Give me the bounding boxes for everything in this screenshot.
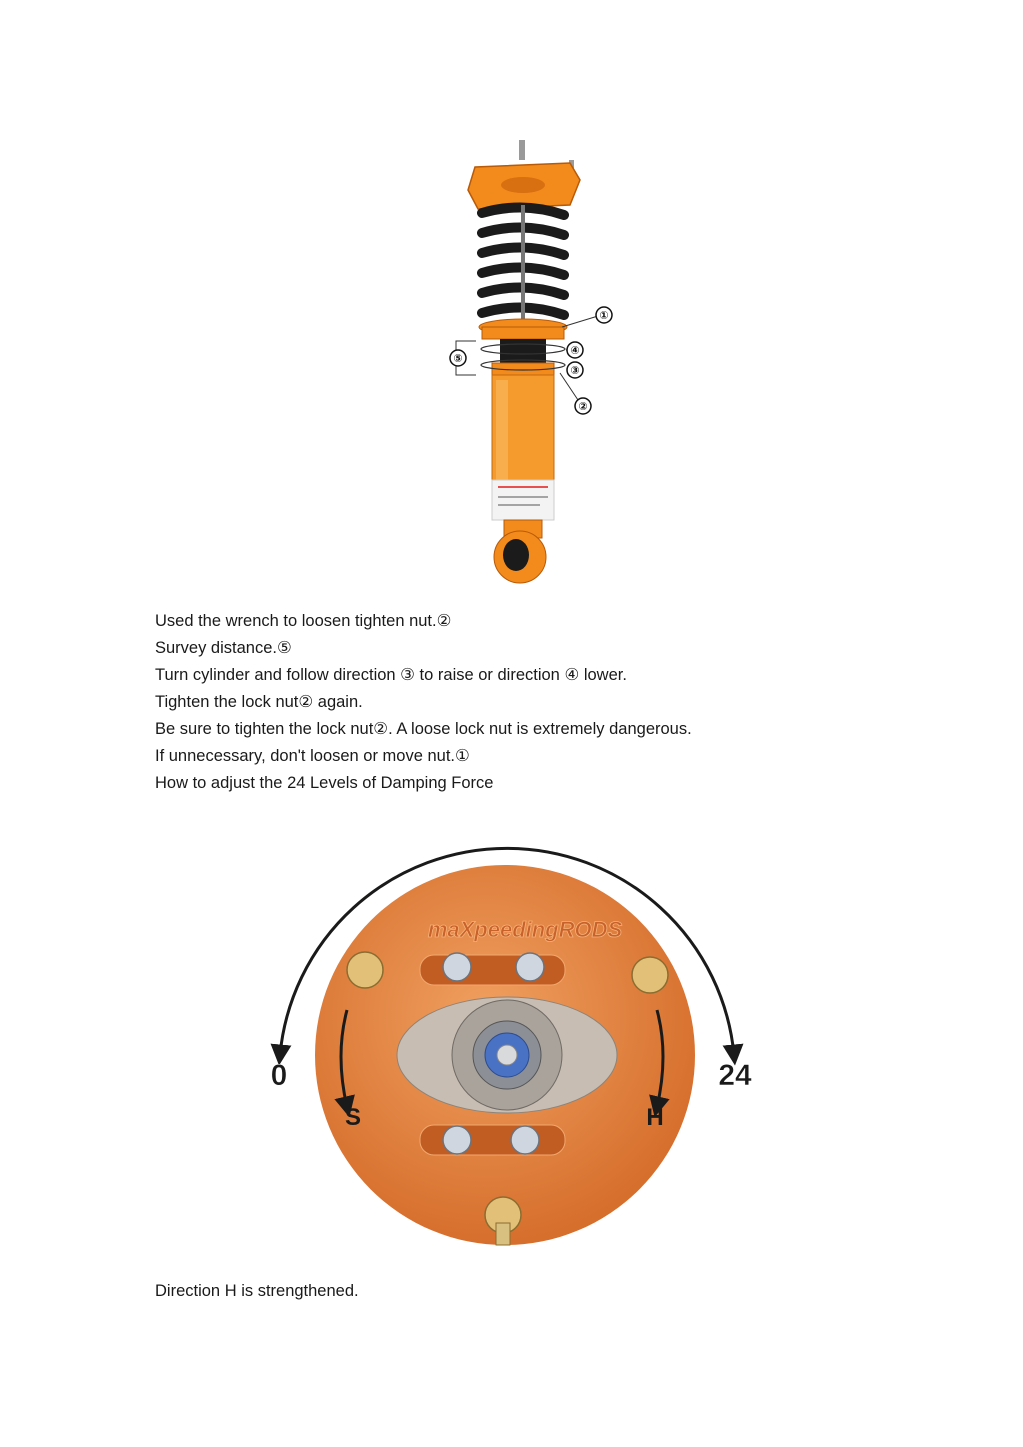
callout-3-label: ③ — [570, 364, 579, 377]
coilover-diagram: ① ④ ③ ② ⑤ — [449, 140, 613, 584]
callout-1: ① — [595, 306, 613, 324]
caption: Direction H is strengthened. — [155, 1282, 359, 1300]
instruction-line: Survey distance.⑤ — [155, 639, 292, 657]
instruction-line: Turn cylinder and follow direction ③ to … — [155, 666, 627, 684]
instruction-line: Be sure to tighten the lock nut②. A loos… — [155, 720, 692, 738]
callout-2-label: ② — [578, 400, 587, 413]
instruction-line: Used the wrench to loosen tighten nut.② — [155, 612, 452, 630]
callout-5-label: ⑤ — [453, 352, 462, 365]
scale-max-label: 24 — [718, 1059, 752, 1092]
instruction-line: Tighten the lock nut② again. — [155, 693, 363, 711]
scale-min-label: 0 — [271, 1059, 288, 1092]
damping-adjust-diagram: maXpeedingRODS 0 24 S H — [270, 846, 752, 1246]
callout-3: ③ — [566, 361, 584, 379]
callout-5: ⑤ — [449, 349, 467, 367]
callout-4: ④ — [566, 341, 584, 359]
soft-direction-label: S — [345, 1104, 361, 1131]
instruction-line: If unnecessary, don't loosen or move nut… — [155, 747, 470, 765]
callout-4-label: ④ — [570, 344, 579, 357]
instructions: Used the wrench to loosen tighten nut.② … — [155, 608, 915, 797]
brand-logo: maXpeedingRODS — [428, 917, 623, 942]
section-heading: How to adjust the 24 Levels of Damping F… — [155, 774, 494, 792]
callout-2: ② — [574, 397, 592, 415]
hard-direction-label: H — [646, 1104, 663, 1131]
callout-1-label: ① — [599, 309, 608, 322]
